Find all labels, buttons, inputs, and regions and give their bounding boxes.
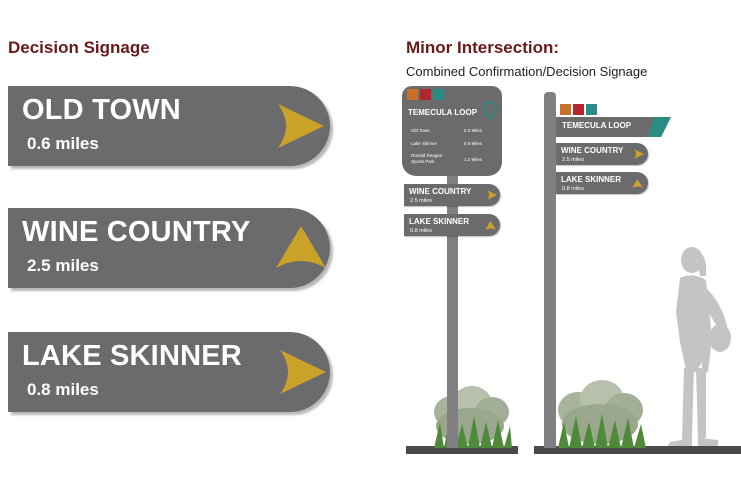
destination-name: Old Town: [411, 128, 430, 133]
horse-rider-icon: [586, 104, 597, 115]
blade-name: WINE COUNTRY: [409, 187, 472, 196]
big-sign-name: OLD TOWN: [22, 94, 181, 126]
sign-a-confirmation-panel: TEMECULA LOOP Old Town 0.3 Miles Lake Sk…: [402, 86, 502, 176]
destination-distance: 0.3 Miles: [464, 128, 483, 133]
big-sign-lake-skinner: LAKE SKINNER 0.8 miles: [8, 332, 330, 412]
sign-a-blade-wine-country: WINE COUNTRY 2.5 miles: [404, 184, 500, 206]
sign-b-loop-title: TEMECULA LOOP: [562, 121, 632, 130]
blade-name: WINE COUNTRY: [561, 146, 624, 155]
sign-a-post: [447, 174, 458, 448]
blade-distance: 0.8 miles: [410, 228, 433, 234]
destination-distance: 1.2 Miles: [464, 157, 483, 162]
destination-name: Ronald Reagan Sports Park: [411, 153, 443, 164]
destination-distance: 0.8 Miles: [464, 141, 483, 146]
blade-distance: 2.5 miles: [410, 198, 433, 204]
sign-b-blade-wine-country: WINE COUNTRY 2.5 miles: [556, 143, 648, 165]
arrow-up-icon: [485, 221, 496, 230]
horse-rider-icon: [433, 89, 444, 100]
ground-base-right: [534, 446, 741, 454]
bicycle-icon: [420, 89, 431, 100]
ground-base-left: [406, 446, 518, 454]
shrub-illustration: [558, 380, 646, 448]
big-sign-name: LAKE SKINNER: [22, 340, 242, 372]
big-sign-distance: 2.5 miles: [27, 256, 99, 275]
shrub-illustration: [434, 386, 512, 448]
blade-name: LAKE SKINNER: [561, 175, 622, 184]
sign-b-blade-lake-skinner: LAKE SKINNER 0.8 miles: [556, 172, 648, 194]
arrow-right-icon: [280, 350, 326, 394]
arrow-up-icon: [276, 226, 326, 268]
hiker-icon: [407, 89, 418, 100]
sign-b-post: [544, 92, 556, 448]
big-sign-distance: 0.8 miles: [27, 380, 99, 399]
big-sign-wine-country: WINE COUNTRY 2.5 miles: [8, 208, 330, 288]
loop-map-icon: [484, 101, 497, 119]
arrow-right-icon: [487, 190, 497, 200]
sign-a-blade-lake-skinner: LAKE SKINNER 0.8 miles: [404, 214, 500, 236]
arrow-right-icon: [278, 104, 324, 148]
minor-intersection-subheading: Combined Confirmation/Decision Signage: [406, 64, 648, 79]
big-sign-name: WINE COUNTRY: [22, 216, 251, 248]
blade-distance: 2.5 miles: [562, 157, 585, 163]
person-silhouette: [668, 247, 731, 446]
minor-intersection-heading: Minor Intersection:: [406, 38, 560, 57]
big-sign-old-town: OLD TOWN 0.6 miles: [8, 86, 330, 166]
blade-name: LAKE SKINNER: [409, 217, 470, 226]
sign-a-loop-title: TEMECULA LOOP: [408, 108, 478, 117]
arrow-up-icon: [632, 179, 643, 188]
decision-signage-heading: Decision Signage: [8, 38, 150, 57]
arrow-right-icon: [634, 149, 644, 159]
destination-name: Lake Skinner: [411, 141, 438, 146]
sign-b-loop-banner: [556, 117, 671, 137]
hiker-icon: [560, 104, 571, 115]
bicycle-icon: [573, 104, 584, 115]
blade-distance: 0.8 miles: [562, 186, 585, 192]
big-sign-distance: 0.6 miles: [27, 134, 99, 153]
